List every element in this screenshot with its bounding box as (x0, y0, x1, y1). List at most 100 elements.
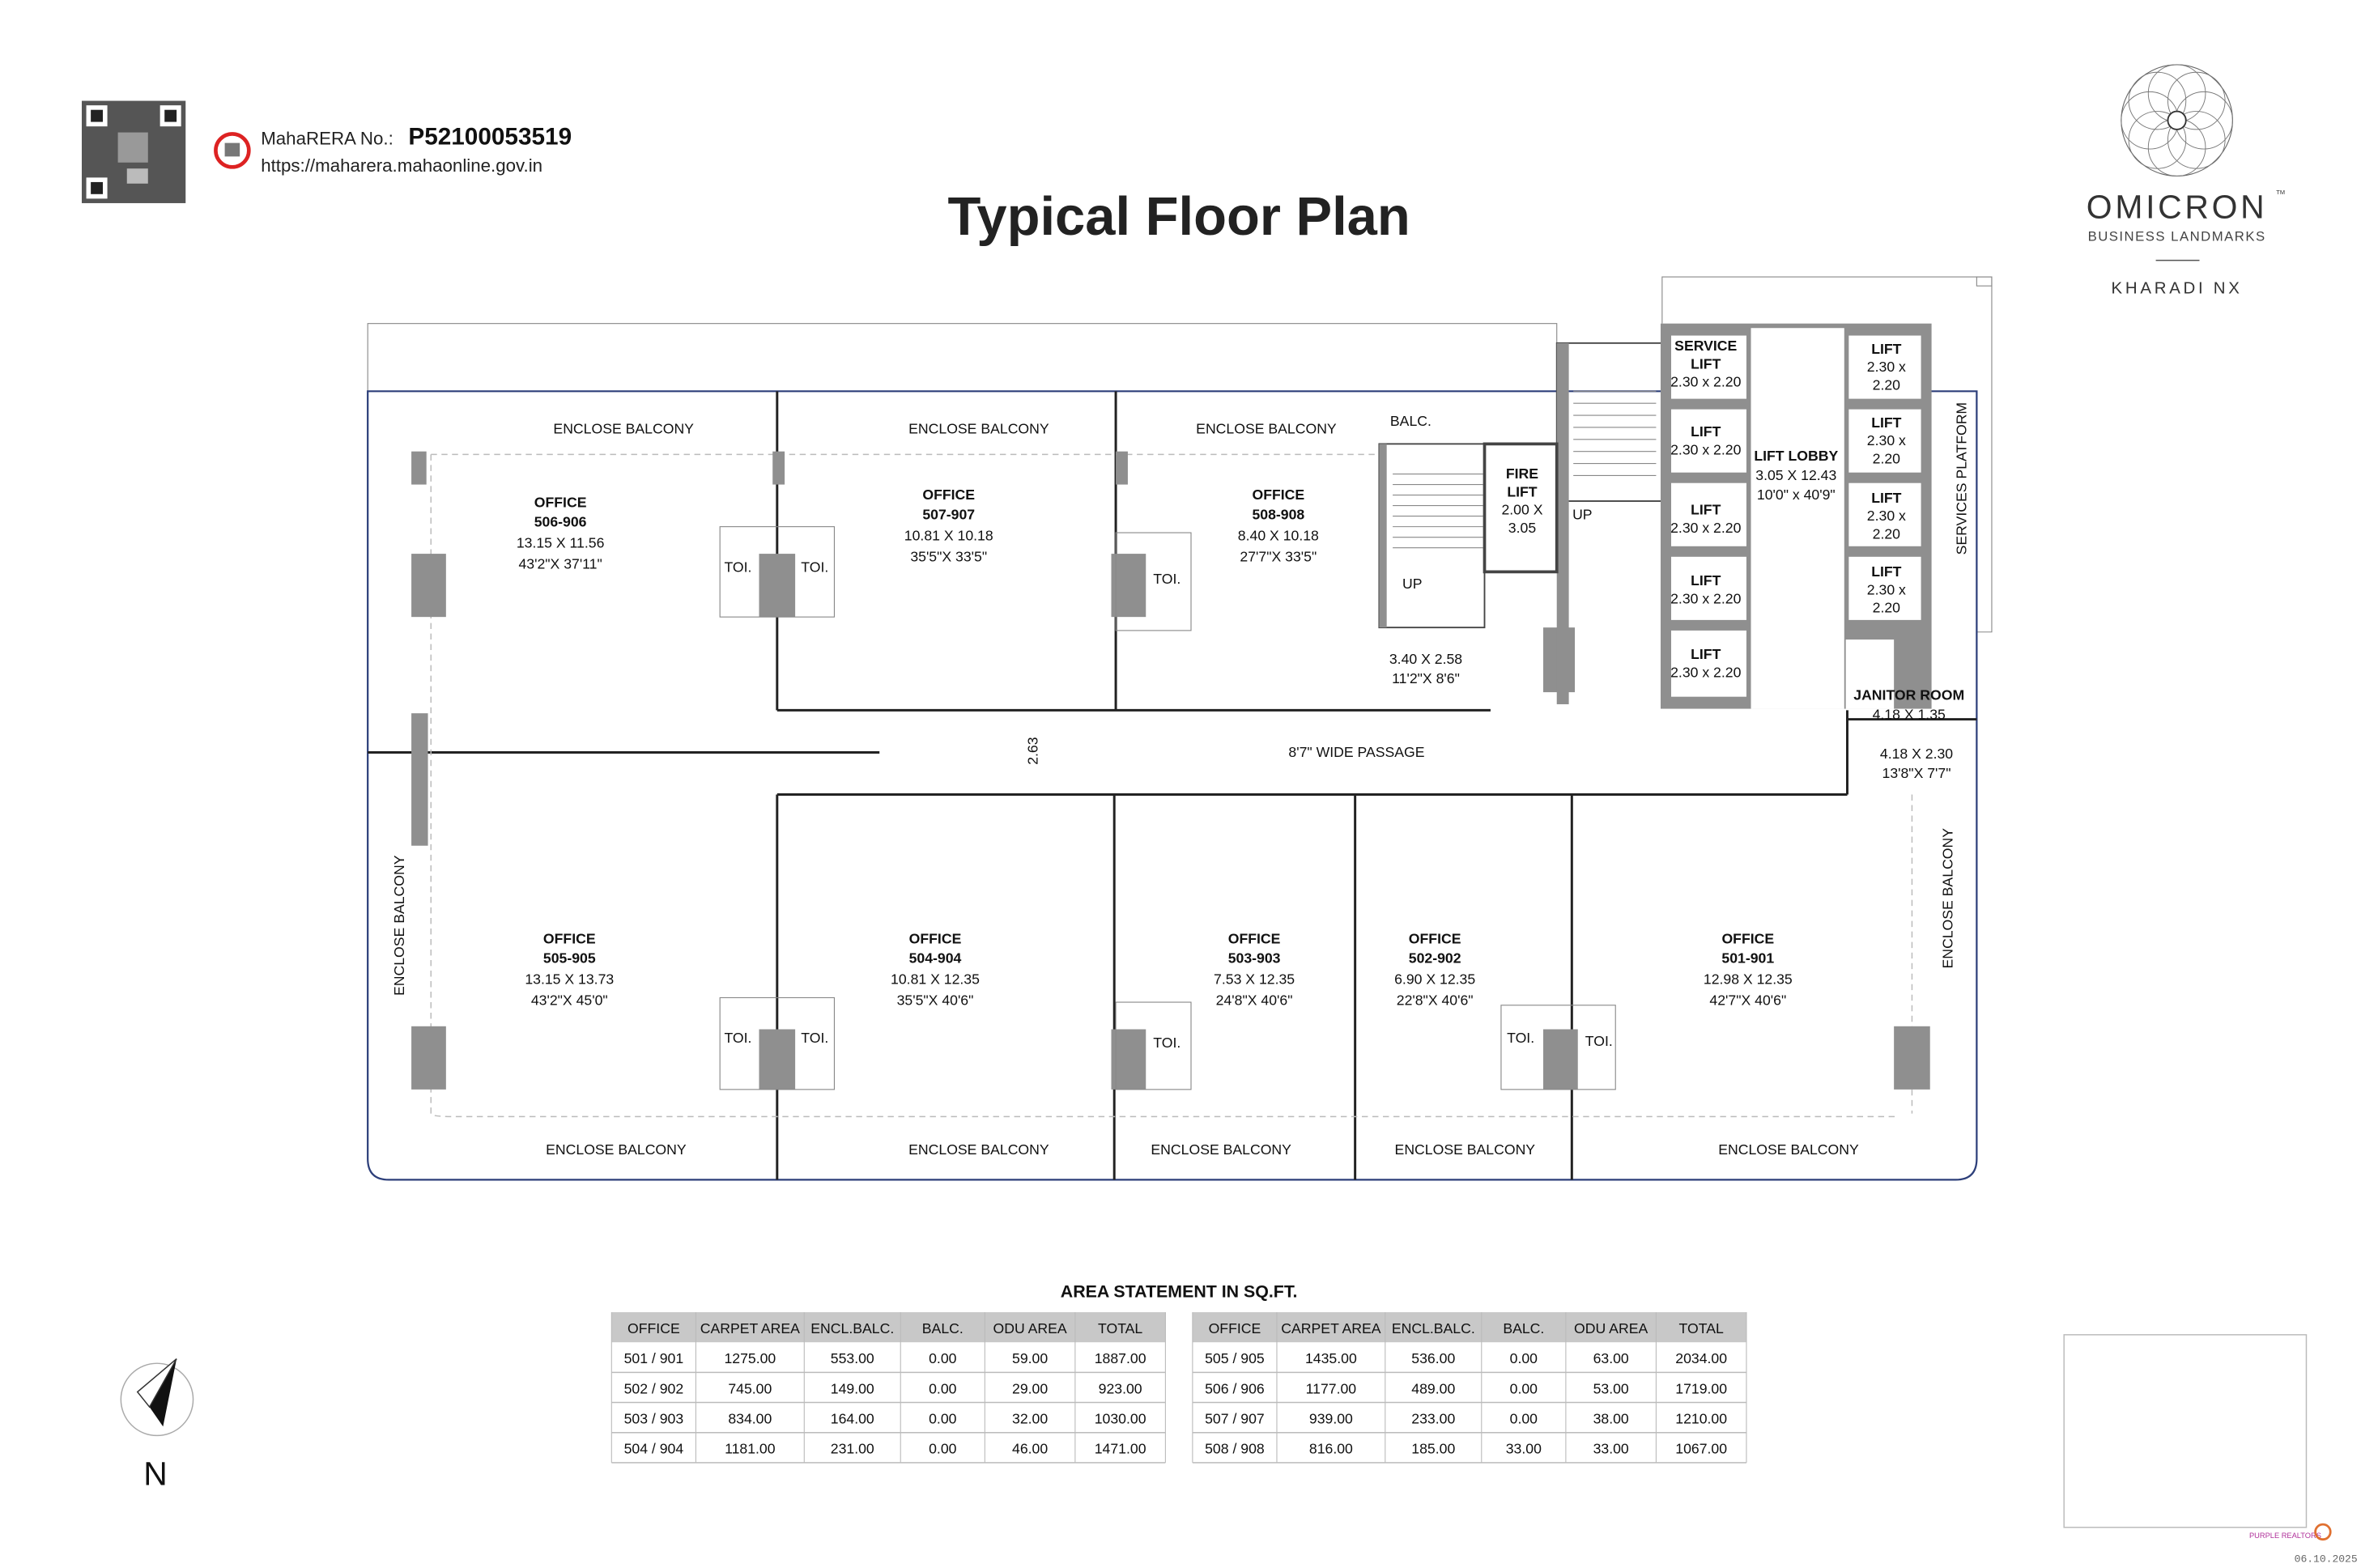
janitor-room-dims: 4.18 X 1.35 (1873, 707, 1946, 723)
table-cell: 38.00 (1593, 1411, 1629, 1427)
toilet-label: TOI. (1585, 1033, 1613, 1049)
rera-url[interactable]: https://maharera.mahaonline.gov.in (261, 155, 542, 176)
toilet-label: TOI. (724, 559, 751, 575)
toilet-label: TOI. (801, 1030, 828, 1046)
office-label: OFFICE (534, 494, 587, 510)
table-cell: 508 / 908 (1205, 1441, 1265, 1457)
date-stamp: 06.10.2025 (2295, 1553, 2358, 1566)
key-plan-box (2063, 1334, 2308, 1528)
table-cell: 0.00 (929, 1411, 957, 1427)
table-header-cell: BALC. (1503, 1320, 1544, 1336)
floor-plan (367, 276, 1993, 1181)
brand-tagline: BUSINESS LANDMARKS (2088, 228, 2266, 244)
table-cell: 939.00 (1309, 1411, 1353, 1427)
table-cell: 29.00 (1012, 1380, 1048, 1396)
enclose-balcony-label: ENCLOSE BALCONY (1196, 420, 1337, 436)
office-dims-metric: 13.15 X 11.56 (517, 535, 605, 551)
lift-dims: 2.30 x (1867, 508, 1906, 524)
office-dims-imperial: 35'5"X 33'5" (910, 548, 987, 564)
table-cell: 63.00 (1593, 1350, 1629, 1366)
fire-lift-dims: 3.05 (1508, 520, 1537, 536)
brand-tm: TM (2276, 189, 2285, 196)
watermark-brand: PURPLE REALTORS (2249, 1532, 2321, 1540)
lift-dims: 2.30 x 2.20 (1670, 665, 1741, 681)
lift-lobby-imperial: 10'0" x 40'9" (1757, 487, 1836, 503)
table-cell: 0.00 (1510, 1411, 1538, 1427)
table-cell: 0.00 (1510, 1350, 1538, 1366)
table-cell: 503 / 903 (624, 1411, 684, 1427)
lift-dims: 2.30 x 2.20 (1670, 441, 1741, 457)
office-dims-imperial: 22'8"X 40'6" (1397, 992, 1474, 1009)
omicron-logo-icon (2121, 64, 2233, 177)
table-cell: 923.00 (1099, 1380, 1142, 1396)
lift-dims: 2.30 x (1867, 432, 1906, 448)
lift-dims: 2.30 x 2.20 (1670, 520, 1741, 536)
stair-room-metric: 3.40 X 2.58 (1389, 651, 1462, 667)
table-header-cell: TOTAL (1098, 1320, 1142, 1336)
passage-width: 2.63 (1024, 737, 1040, 765)
office-dims-metric: 10.81 X 12.35 (891, 971, 980, 988)
office-dims-metric: 13.15 X 13.73 (525, 971, 614, 988)
table-cell: 502 / 902 (624, 1380, 684, 1396)
maharera-seal-icon (214, 132, 251, 169)
lift-lobby-label: LIFT LOBBY (1754, 448, 1838, 464)
rera-label: MahaRERA No.: (261, 128, 394, 148)
table-cell: 231.00 (831, 1441, 874, 1457)
toilet-labels: TOI. TOI. TOI. TOI. TOI. TOI. TOI. TOI. (724, 559, 1612, 1050)
stair-room-imperial: 11'2"X 8'6" (1392, 670, 1460, 686)
office-dims-metric: 8.40 X 10.18 (1238, 527, 1319, 543)
table-cell: 33.00 (1593, 1441, 1629, 1457)
enclose-balcony-label: ENCLOSE BALCONY (546, 1141, 687, 1158)
table-cell: 0.00 (929, 1350, 957, 1366)
lift-label: LIFT (1691, 502, 1721, 518)
lift-label: LIFT (1691, 646, 1721, 662)
office-number: 504-904 (909, 950, 962, 967)
table-cell: 1435.00 (1305, 1350, 1357, 1366)
janitor-room-label: JANITOR ROOM (1853, 686, 1964, 703)
fire-lift-label: LIFT (1507, 483, 1537, 499)
toilet-label: TOI. (1153, 1035, 1180, 1051)
office-label: OFFICE (1409, 931, 1461, 947)
enclose-balcony-label: ENCLOSE BALCONY (391, 855, 407, 996)
north-label: N (143, 1455, 168, 1493)
lift-label: LIFT (1691, 572, 1721, 589)
table-cell: 506 / 906 (1205, 1380, 1265, 1396)
office-number: 503-903 (1228, 950, 1281, 967)
office-number: 507-907 (922, 506, 975, 522)
table-header-cell: OFFICE (1209, 1320, 1261, 1336)
lift-dims: 2.20 (1873, 376, 1901, 393)
table-cell: 504 / 904 (624, 1441, 684, 1457)
table-cell: 505 / 905 (1205, 1350, 1265, 1366)
table-cell: 0.00 (929, 1441, 957, 1457)
qr-code[interactable] (81, 100, 186, 203)
table-cell: 46.00 (1012, 1441, 1048, 1457)
office-dims-imperial: 35'5"X 40'6" (897, 992, 974, 1009)
enclose-balcony-label: ENCLOSE BALCONY (553, 420, 694, 436)
fire-lift-dims: 2.00 X (1501, 502, 1542, 518)
table-cell: 816.00 (1309, 1441, 1353, 1457)
office-number: 506-906 (534, 514, 587, 530)
office-label: OFFICE (543, 931, 596, 947)
table-header-cell: CARPET AREA (700, 1320, 800, 1336)
service-lift-label: SERVICE (1674, 338, 1737, 354)
office-dims-imperial: 27'7"X 33'5" (1240, 548, 1317, 564)
stair-up-label: UP (1572, 506, 1593, 522)
lift-label: LIFT (1691, 423, 1721, 440)
office-number: 502-902 (1409, 950, 1461, 967)
table-cell: 233.00 (1411, 1411, 1455, 1427)
enclose-balcony-label: ENCLOSE BALCONY (1940, 828, 1956, 969)
office-number: 501-901 (1721, 950, 1774, 967)
brand-location: KHARADI NX (2112, 278, 2243, 297)
